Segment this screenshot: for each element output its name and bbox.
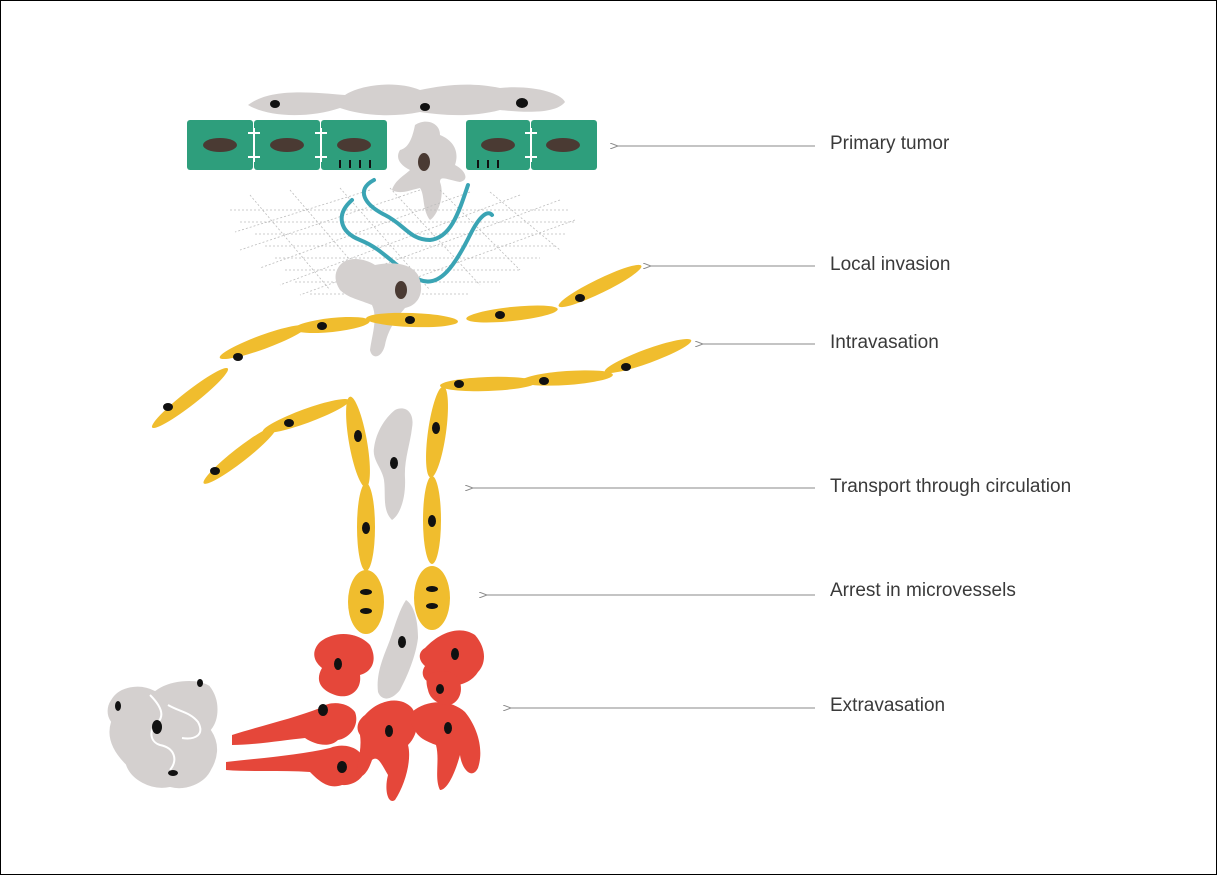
- endothelial-cells: [148, 260, 694, 634]
- invading-tumor-cell: [392, 122, 465, 220]
- local-invasion-tumor-cell: [336, 259, 422, 356]
- label-transport-through-circulation: Transport through circulation: [830, 476, 1071, 498]
- label-arrest-in-microvessels: Arrest in microvessels: [830, 580, 1016, 602]
- label-local-invasion: Local invasion: [830, 254, 950, 276]
- label-extravasation: Extravasation: [830, 695, 945, 717]
- label-primary-tumor: Primary tumor: [830, 133, 949, 155]
- extravasating-tumor-cell: [378, 600, 418, 699]
- stromal-cells: [226, 630, 484, 801]
- label-intravasation: Intravasation: [830, 332, 939, 354]
- epithelial-layer: [187, 120, 597, 170]
- pointer-lines: [472, 146, 815, 708]
- secondary-tumor-colony: [107, 679, 219, 789]
- circulating-tumor-cell: [374, 408, 413, 520]
